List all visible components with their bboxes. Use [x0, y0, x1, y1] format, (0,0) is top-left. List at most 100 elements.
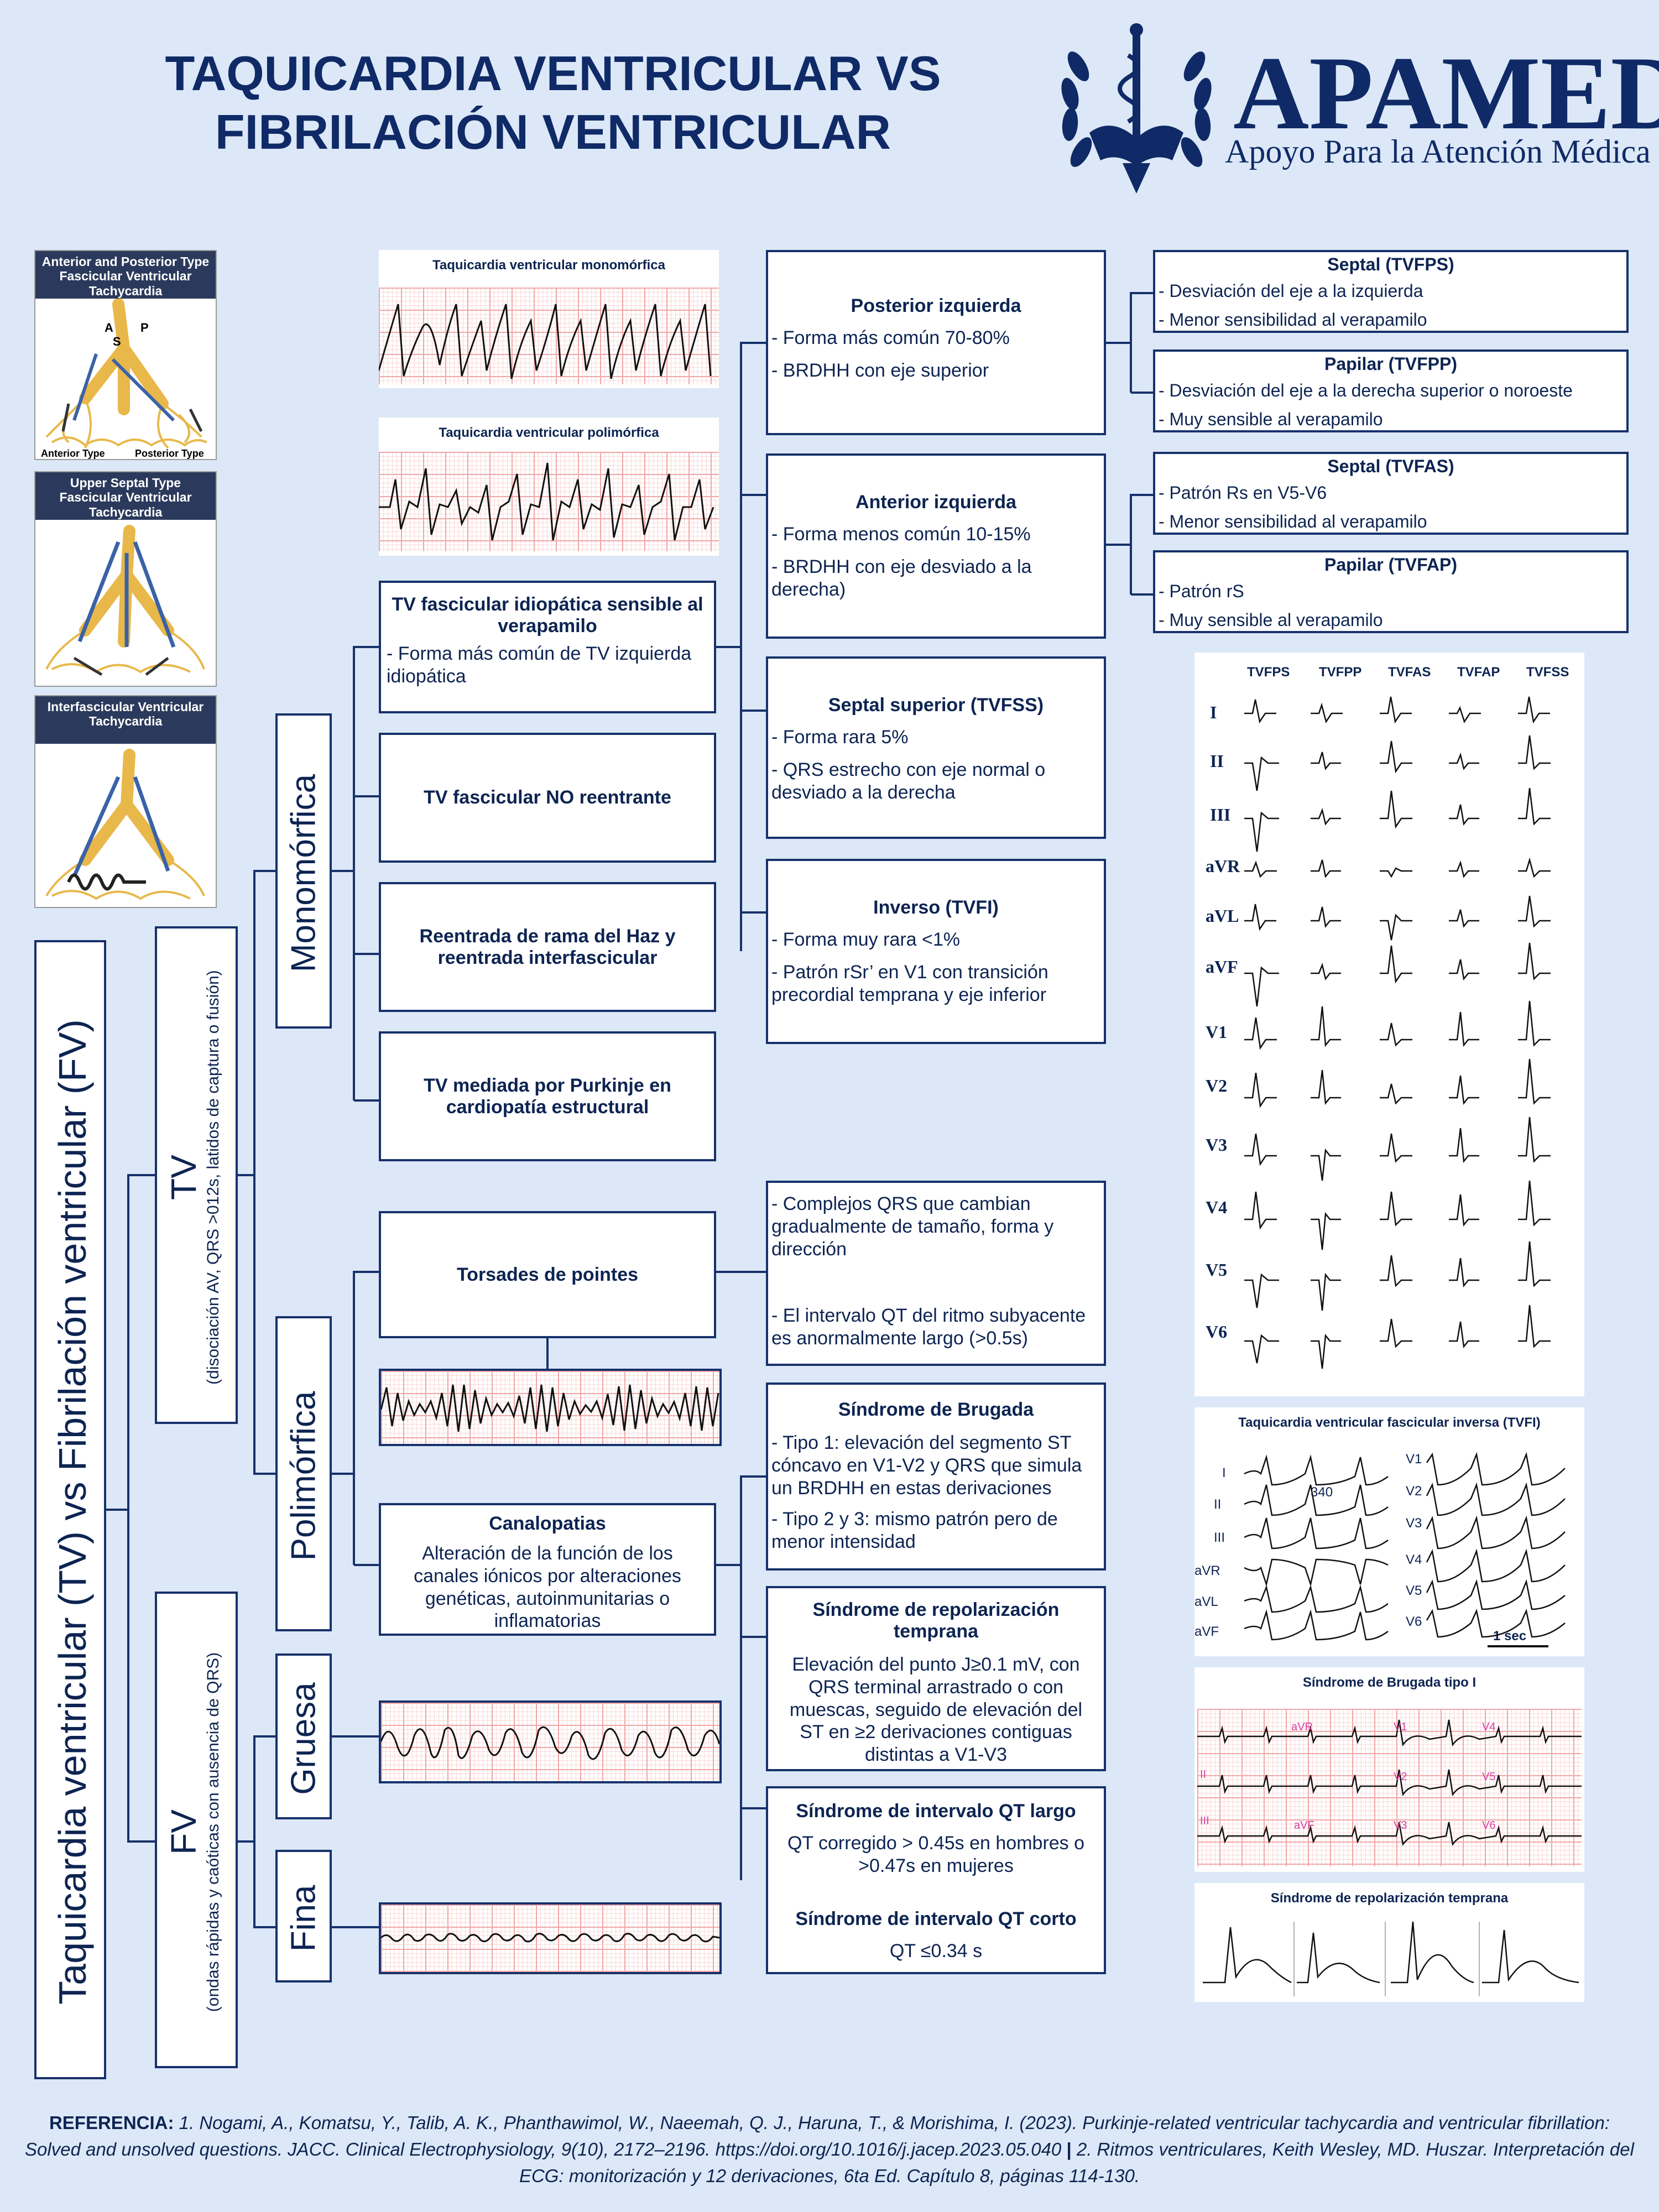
box-qt-sections: Síndrome de intervalo QT largo QT correg… — [766, 1786, 1106, 1974]
lead-label: V2 — [1406, 1484, 1422, 1499]
label-a: A — [105, 321, 113, 335]
box-tv-fascicular-no-reentrante: TV fascicular NO reentrante — [379, 733, 716, 863]
fv-box: FV (ondas rápidas y caóticas con ausenci… — [155, 1592, 238, 2068]
reference-label: REFERENCIA: — [49, 2112, 174, 2133]
repolarization-traces — [1203, 1921, 1579, 1996]
polimorfica-box: Polimórfica — [275, 1316, 332, 1631]
fina-box: Fina — [275, 1850, 332, 1983]
conduction-system-icon: A S P Anterior Type Posterior Type — [41, 298, 207, 459]
lead-label: III — [1214, 1530, 1225, 1545]
label-s: S — [113, 335, 121, 348]
gruesa-box: Gruesa — [275, 1653, 332, 1819]
ecg-trace — [380, 1933, 720, 1943]
box-text: - Forma más común de TV izquierda idiopá… — [387, 643, 692, 687]
lead-label: V3 — [1406, 1516, 1422, 1531]
lead-label: aVR — [1291, 1721, 1313, 1733]
tvfi-traces — [1244, 1452, 1566, 1647]
lead-label: II — [1210, 751, 1224, 771]
brugada-ecg-strip: aVR V1 V4 II V2 V5 III aVF V3 V6 — [1197, 1709, 1582, 1866]
ecg-strip-polymorphic — [379, 452, 719, 551]
root-box: Taquicardia ventricular (TV) vs Fibrilac… — [34, 940, 106, 2079]
box-tv-purkinje: TV mediada por Purkinje en cardiopatía e… — [379, 1031, 716, 1161]
label-posterior-type: Posterior Type — [135, 448, 204, 459]
anatomy-panel-interfascicular: Interfascicular Ventricular Tachycardia — [34, 695, 217, 908]
caduceus-eagle-logo — [1061, 23, 1212, 194]
lead-label: V4 — [1406, 1552, 1422, 1567]
anatomy-panel-anterior-posterior: Anterior and Posterior Type Fascicular V… — [34, 250, 217, 460]
brand-name: APAMED — [1233, 35, 1659, 152]
lead-label: V4 — [1482, 1721, 1496, 1733]
box-repolarizacion-temprana: Síndrome de repolarización temprana Elev… — [766, 1586, 1106, 1771]
lead-label: V1 — [1206, 1022, 1228, 1042]
ecg-caption: Taquicardia ventricular polimórfica — [439, 425, 659, 440]
lead-label: II — [1200, 1768, 1207, 1781]
panel-title: Anterior and Posterior Type Fascicular V… — [35, 251, 216, 299]
lead-label: V6 — [1206, 1322, 1228, 1342]
box-septal-superior: Septal superior (TVFSS) - Forma rara 5% … — [766, 656, 1106, 839]
ecg-strip-torsades — [379, 1369, 722, 1446]
box-torsades-description: - Complejos QRS que cambian gradualmente… — [766, 1181, 1106, 1366]
lead-label: II — [1214, 1497, 1222, 1512]
box-brugada: Síndrome de Brugada - Tipo 1: elevación … — [766, 1383, 1106, 1571]
tv-box: TV (disociación AV, QRS >012s, latidos d… — [155, 926, 238, 1424]
brugada-traces — [1197, 1719, 1582, 1846]
lead-label: V5 — [1206, 1260, 1228, 1280]
lead-label: III — [1200, 1815, 1209, 1827]
lead-label: aVF — [1206, 957, 1238, 977]
ecg-trace — [378, 304, 712, 379]
lead-label: aVR — [1194, 1563, 1220, 1578]
lead-label: V3 — [1394, 1819, 1407, 1832]
ecg-poly-panel: Taquicardia ventricular polimórfica — [379, 418, 719, 556]
col-header: TVFSS — [1526, 665, 1569, 680]
reference-2: 2. Ritmos ventriculares, Keith Wesley, M… — [519, 2138, 1634, 2186]
lead-label: V2 — [1394, 1771, 1407, 1783]
lead-label: V3 — [1206, 1135, 1228, 1155]
ecg-strip-fv-gruesa — [379, 1700, 722, 1783]
brugada-ecg-panel: Síndrome de Brugada tipo I aVR V1 V4 II … — [1194, 1667, 1584, 1872]
panel-title: Interfascicular Ventricular Tachycardia — [35, 696, 216, 744]
ecg-12lead-traces — [1244, 696, 1551, 1369]
panel-title: Upper Septal Type Fascicular Ventricular… — [35, 472, 216, 520]
box-inverso: Inverso (TVFI) - Forma muy rara <1% - Pa… — [766, 859, 1106, 1044]
lead-label: V2 — [1206, 1076, 1228, 1095]
lead-label: aVR — [1206, 856, 1240, 876]
lead-label: V1 — [1406, 1452, 1422, 1467]
ecg-mono-panel: Taquicardia ventricular monomórfica — [378, 250, 719, 388]
col-header: TVFPP — [1319, 665, 1362, 680]
reference-1: 1. Nogami, A., Komatsu, Y., Talib, A. K.… — [25, 2112, 1610, 2159]
lead-label: V1 — [1394, 1721, 1407, 1733]
box-tvfpp: Papilar (TVFPP) - Desviación del eje a l… — [1153, 349, 1629, 432]
box-reentrada-rama: Reentrada de rama del Haz y reentrada in… — [379, 882, 716, 1012]
box-title: TV fascicular idiopática sensible al ver… — [392, 594, 703, 637]
lead-label: I — [1210, 702, 1217, 722]
conduction-system-icon — [45, 749, 205, 900]
page-title: TAQUICARDIA VENTRICULAR VS FIBRILACIÓN V… — [165, 46, 941, 159]
col-header: TVFPS — [1247, 665, 1290, 680]
ecg-trace — [380, 1726, 721, 1760]
ecg-caption: Taquicardia ventricular monomórfica — [432, 258, 665, 273]
lead-label: V6 — [1482, 1819, 1496, 1832]
lead-label: III — [1210, 805, 1231, 825]
ecg-trace — [379, 462, 714, 541]
panel-title: Síndrome de repolarización temprana — [1270, 1891, 1509, 1906]
tvfi-ecg-panel: Taquicardia ventricular fascicular inver… — [1194, 1407, 1584, 1656]
lead-label: aVL — [1194, 1594, 1218, 1609]
ecg-strip-monomorphic — [378, 288, 719, 384]
ecg-strip-fv-fina — [379, 1902, 722, 1974]
interval-label: 340 — [1311, 1485, 1333, 1500]
panel-title: Síndrome de Brugada tipo I — [1302, 1675, 1477, 1690]
anatomy-panel-upper-septal: Upper Septal Type Fascicular Ventricular… — [34, 471, 217, 687]
box-anterior-izquierda: Anterior izquierda - Forma menos común 1… — [766, 453, 1106, 639]
box-tvfap: Papilar (TVFAP) - Patrón rS - Muy sensib… — [1153, 550, 1629, 633]
panel-title: Taquicardia ventricular fascicular inver… — [1238, 1415, 1541, 1430]
monomorfica-box: Monomórfica — [275, 713, 332, 1029]
label-anterior-type: Anterior Type — [41, 448, 105, 459]
lead-label: V4 — [1206, 1197, 1228, 1217]
ecg-trace — [380, 1384, 719, 1432]
lead-label: V5 — [1482, 1771, 1496, 1783]
lead-label: V6 — [1406, 1614, 1422, 1629]
lead-label: aVL — [1206, 906, 1239, 926]
box-tvfps: Septal (TVFPS) - Desviación del eje a la… — [1153, 250, 1629, 333]
box-canalopatias: Canalopatias Alteración de la función de… — [379, 1503, 716, 1636]
ecg-12lead-panel: TVFPS TVFPP TVFAS TVFAP TVFSS I II III a… — [1194, 653, 1584, 1396]
